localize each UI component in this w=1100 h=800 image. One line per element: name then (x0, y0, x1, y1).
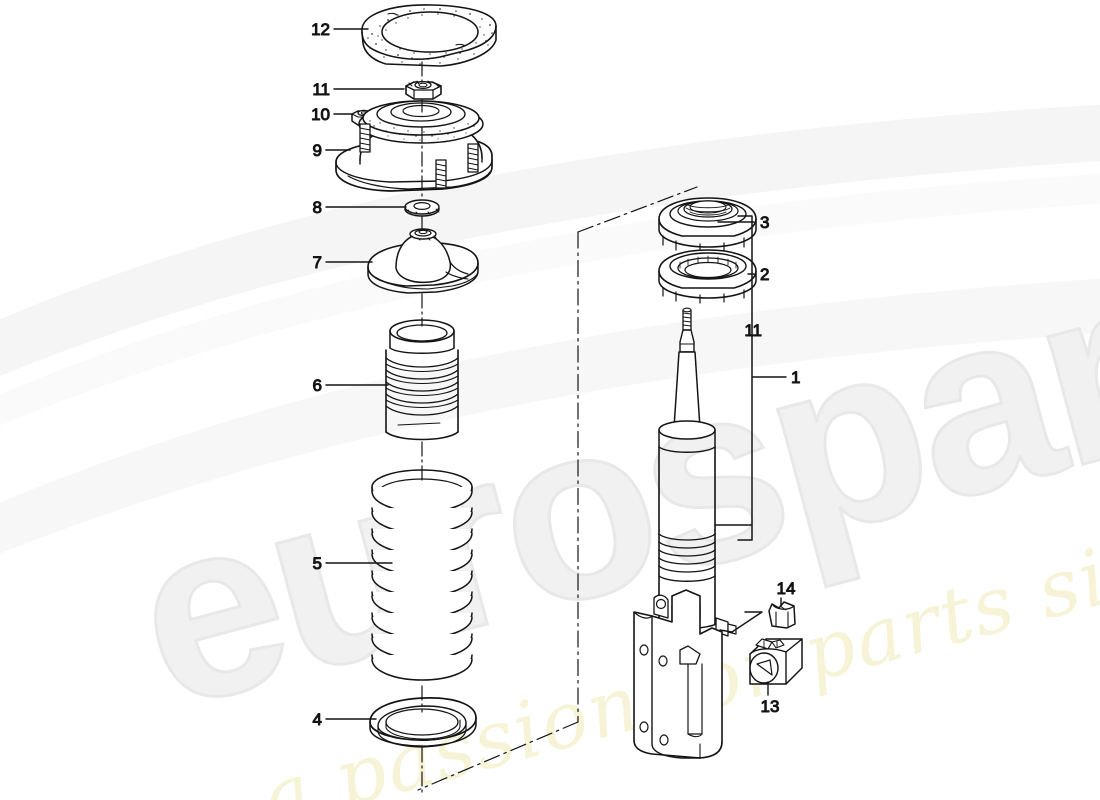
part-6-dust-boot-bump-stop (385, 319, 459, 441)
callout-7: 7 (313, 253, 322, 272)
callout-9: 9 (313, 141, 322, 160)
callout-3: 3 (760, 213, 769, 232)
callout-6: 6 (313, 376, 322, 395)
callout-10: 10 (311, 105, 330, 124)
callout-5: 5 (313, 554, 322, 573)
callout-8: 8 (313, 198, 322, 217)
mount-stud (435, 159, 447, 189)
callout-labels: 12 11 10 9 8 7 6 5 4 3 2 11 1 14 13 (311, 20, 801, 730)
part-3-upper-collar-nut (658, 197, 757, 253)
callout-11-group: 11 (744, 321, 762, 340)
part-4-lower-spring-pad (369, 697, 477, 748)
callout-1: 1 (791, 368, 800, 387)
part-9-strut-mount-bearing (335, 100, 493, 192)
leader-lines (325, 28, 787, 720)
mount-stud (467, 143, 479, 173)
mount-stud (359, 123, 371, 153)
callout-4: 4 (313, 710, 322, 729)
leader-13-14-angled (719, 611, 763, 633)
assembly-group-bracket (737, 215, 753, 541)
callout-14: 14 (777, 579, 796, 598)
callout-11: 11 (312, 80, 330, 99)
part-12-strut-mount-gasket (361, 4, 497, 67)
part-5-coil-spring (371, 469, 473, 681)
part-14-retaining-clip (768, 601, 796, 629)
part-1-strut-assembly (633, 307, 737, 759)
part-7-upper-spring-seat (367, 228, 479, 294)
callout-2: 2 (760, 265, 769, 284)
swoosh-graphic (0, 104, 1100, 554)
callout-12: 12 (311, 20, 330, 39)
part-13-bushing-sleeve (749, 638, 803, 685)
callout-13: 13 (761, 697, 780, 716)
part-2-lower-collar-ring (658, 249, 757, 304)
part-8-washer (404, 199, 440, 217)
part-11-self-locking-nut (405, 80, 442, 100)
assembly-boundary-dashdot (417, 186, 698, 791)
